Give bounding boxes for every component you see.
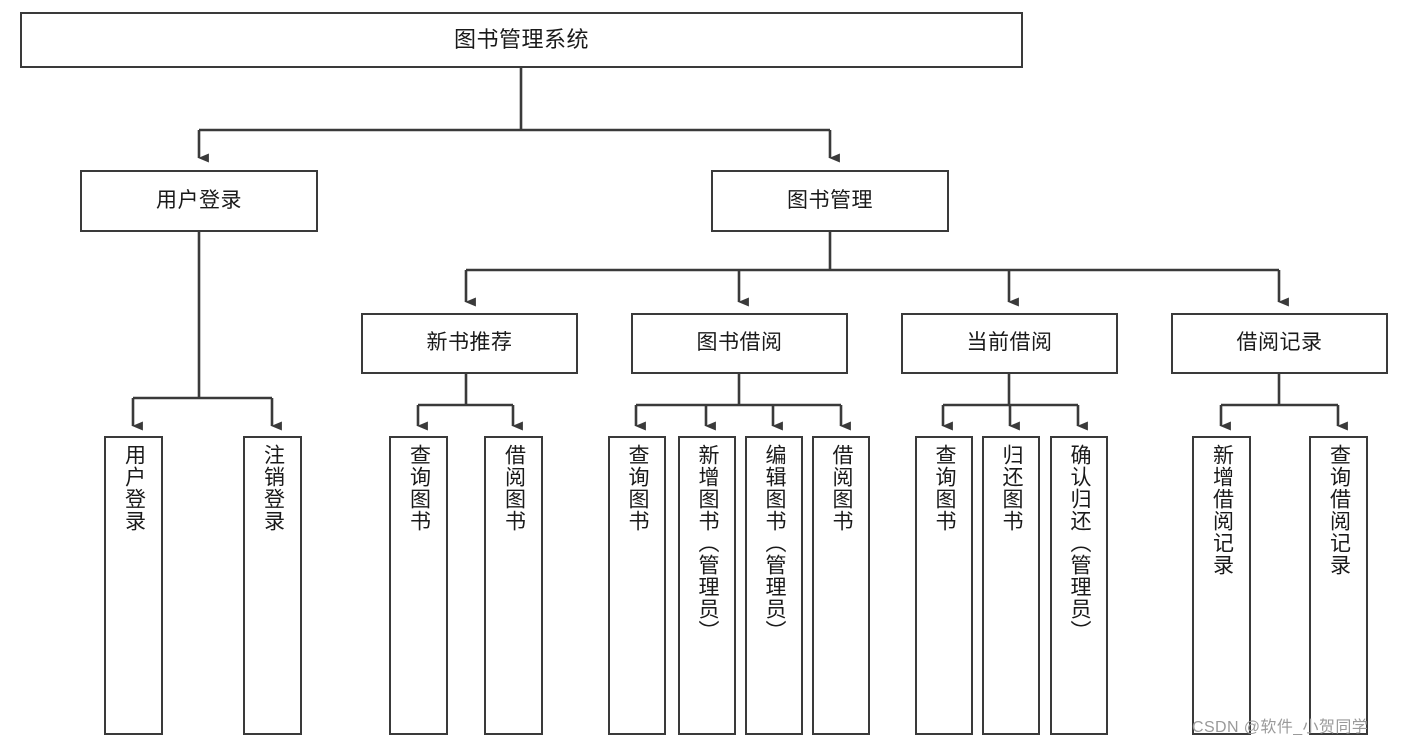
node-new-book-rec[interactable]: 新书推荐 bbox=[361, 313, 578, 374]
node-current-borrow-label: 当前借阅 bbox=[966, 331, 1053, 355]
node-leaf-query-book-1-label: 查询图书 bbox=[407, 444, 431, 532]
node-leaf-user-login[interactable]: 用户登录 bbox=[104, 436, 163, 735]
node-new-book-rec-label: 新书推荐 bbox=[426, 331, 513, 355]
node-root[interactable]: 图书管理系统 bbox=[20, 12, 1023, 68]
node-leaf-query-book-2-label: 查询图书 bbox=[626, 444, 650, 532]
node-book-manage[interactable]: 图书管理 bbox=[711, 170, 949, 232]
csdn-watermark: CSDN @软件_小贺同学 bbox=[1192, 719, 1369, 736]
node-leaf-query-book-1[interactable]: 查询图书 bbox=[389, 436, 448, 735]
node-leaf-add-book-label: 新增图书（管理员） bbox=[696, 444, 720, 642]
node-leaf-add-record[interactable]: 新增借阅记录 bbox=[1192, 436, 1251, 735]
node-leaf-query-record-label: 查询借阅记录 bbox=[1327, 444, 1351, 576]
node-leaf-borrow-book-1[interactable]: 借阅图书 bbox=[484, 436, 543, 735]
node-leaf-confirm-return[interactable]: 确认归还（管理员） bbox=[1050, 436, 1108, 735]
node-leaf-add-book[interactable]: 新增图书（管理员） bbox=[678, 436, 736, 735]
node-leaf-logout-label: 注销登录 bbox=[261, 444, 285, 532]
node-leaf-query-book-2[interactable]: 查询图书 bbox=[608, 436, 666, 735]
node-leaf-edit-book[interactable]: 编辑图书（管理员） bbox=[745, 436, 803, 735]
node-current-borrow[interactable]: 当前借阅 bbox=[901, 313, 1118, 374]
node-book-manage-label: 图书管理 bbox=[787, 188, 873, 212]
node-leaf-return-book-label: 归还图书 bbox=[1000, 444, 1024, 532]
node-leaf-logout[interactable]: 注销登录 bbox=[243, 436, 302, 735]
node-leaf-query-book-3[interactable]: 查询图书 bbox=[915, 436, 973, 735]
node-book-borrow[interactable]: 图书借阅 bbox=[631, 313, 848, 374]
node-leaf-borrow-book-2-label: 借阅图书 bbox=[830, 444, 854, 532]
node-leaf-borrow-book-1-label: 借阅图书 bbox=[502, 444, 526, 532]
node-leaf-user-login-label: 用户登录 bbox=[122, 444, 146, 532]
node-leaf-edit-book-label: 编辑图书（管理员） bbox=[763, 444, 787, 642]
node-borrow-record[interactable]: 借阅记录 bbox=[1171, 313, 1388, 374]
node-leaf-borrow-book-2[interactable]: 借阅图书 bbox=[812, 436, 870, 735]
node-leaf-confirm-return-label: 确认归还（管理员） bbox=[1068, 444, 1092, 642]
node-borrow-record-label: 借阅记录 bbox=[1236, 331, 1323, 355]
node-root-label: 图书管理系统 bbox=[453, 27, 589, 53]
node-leaf-add-record-label: 新增借阅记录 bbox=[1210, 444, 1234, 576]
node-leaf-query-book-3-label: 查询图书 bbox=[933, 444, 957, 532]
node-book-borrow-label: 图书借阅 bbox=[696, 331, 783, 355]
node-leaf-query-record[interactable]: 查询借阅记录 bbox=[1309, 436, 1368, 735]
node-user-login[interactable]: 用户登录 bbox=[80, 170, 318, 232]
node-user-login-label: 用户登录 bbox=[156, 188, 242, 212]
node-leaf-return-book[interactable]: 归还图书 bbox=[982, 436, 1040, 735]
